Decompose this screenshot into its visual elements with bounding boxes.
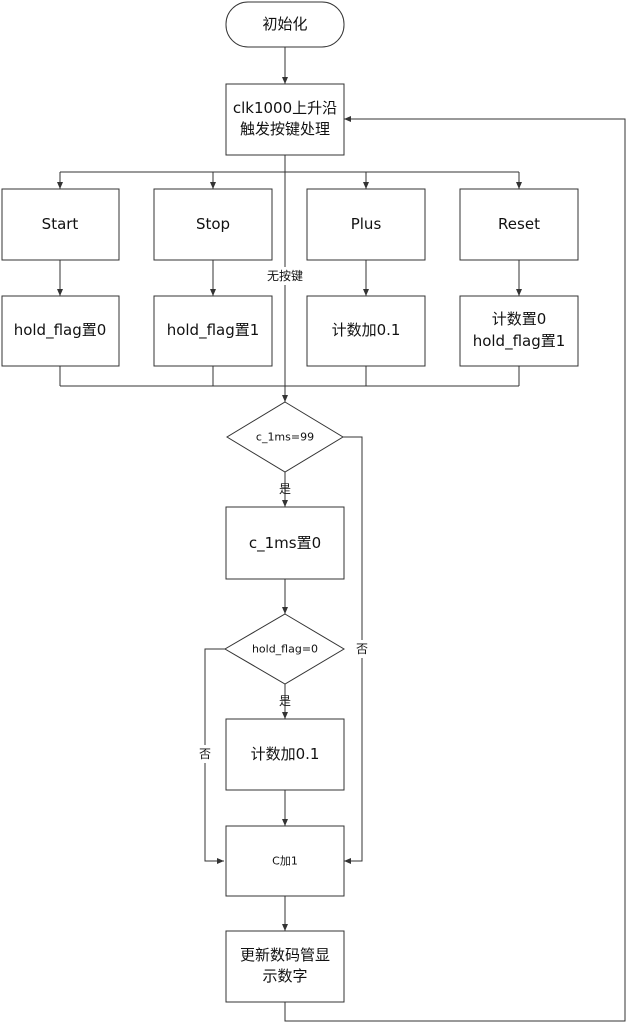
label-hold-yes: 是 xyxy=(279,694,291,708)
node-update-display-label-1: 更新数码管显 xyxy=(240,946,330,964)
edge-trigger-branches xyxy=(57,155,522,189)
node-cond-c1ms-label: c_1ms=99 xyxy=(256,431,314,444)
node-c-add-label: C加1 xyxy=(272,855,298,868)
node-reset-action-label-1: 计数置0 xyxy=(492,310,547,328)
node-cond-hold: hold_flag=0 xyxy=(224,613,345,685)
node-start-key-label: Start xyxy=(42,215,79,233)
node-plus-key: Plus xyxy=(306,188,426,261)
node-plus-action: 计数加0.1 xyxy=(306,295,426,367)
node-stop-action: hold_flag置1 xyxy=(153,295,273,367)
node-start-key: Start xyxy=(1,188,120,261)
node-init: 初始化 xyxy=(225,1,345,48)
edge-actions-merge xyxy=(59,366,520,387)
label-no-key: 无按键 xyxy=(267,269,303,283)
node-count-add-label: 计数加0.1 xyxy=(251,745,320,763)
edge-labels: 无按键 是 否 是 否 xyxy=(197,267,370,763)
edge-key-to-action xyxy=(57,260,522,296)
node-init-label: 初始化 xyxy=(262,15,307,33)
node-reset-key: Reset xyxy=(459,188,579,261)
node-trigger: clk1000上升沿 触发按键处理 xyxy=(225,83,345,156)
node-update-display: 更新数码管显 示数字 xyxy=(225,930,345,1003)
node-plus-key-label: Plus xyxy=(351,215,382,233)
node-reset-action: 计数置0 hold_flag置1 xyxy=(459,295,579,367)
node-stop-key-label: Stop xyxy=(196,215,230,233)
node-c-add: C加1 xyxy=(225,825,345,897)
node-count-add: 计数加0.1 xyxy=(225,718,345,791)
label-hold-no: 否 xyxy=(199,747,211,761)
label-c1ms-yes: 是 xyxy=(279,482,291,496)
node-stop-key: Stop xyxy=(153,188,273,261)
node-cond-c1ms: c_1ms=99 xyxy=(226,401,344,473)
edge-loop-back xyxy=(284,116,626,1022)
label-c1ms-no: 否 xyxy=(356,642,368,656)
node-plus-action-label: 计数加0.1 xyxy=(332,321,401,339)
node-cond-hold-label: hold_flag=0 xyxy=(252,643,318,656)
node-trigger-label-1: clk1000上升沿 xyxy=(233,99,337,117)
node-reset-c1ms: c_1ms置0 xyxy=(225,506,345,580)
edges xyxy=(57,47,626,1022)
node-start-action-label: hold_flag置0 xyxy=(14,321,107,340)
node-reset-key-label: Reset xyxy=(498,215,540,233)
node-reset-action-label-2: hold_flag置1 xyxy=(473,332,566,351)
node-reset-c1ms-label: c_1ms置0 xyxy=(249,534,321,553)
node-stop-action-label: hold_flag置1 xyxy=(167,321,260,340)
node-start-action: hold_flag置0 xyxy=(1,295,120,367)
node-trigger-label-2: 触发按键处理 xyxy=(240,120,330,138)
node-update-display-label-2: 示数字 xyxy=(262,967,307,985)
